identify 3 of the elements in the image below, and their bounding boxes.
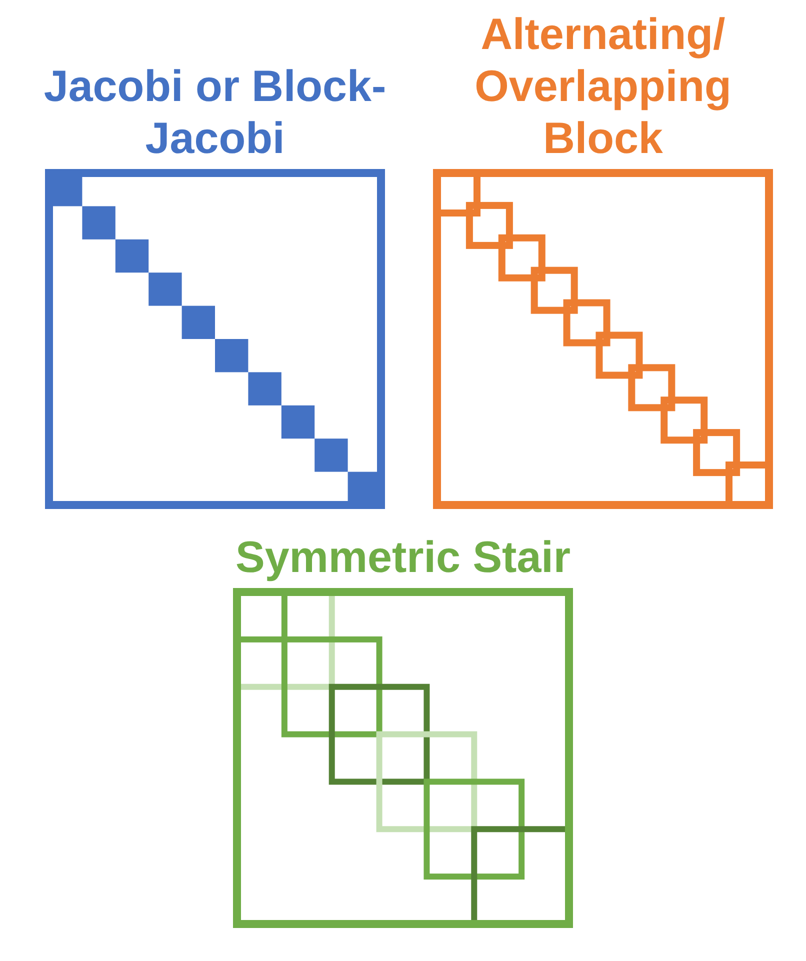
matrix-title: Alternating/ Overlapping Block [474,9,732,165]
matrix-title: Symmetric Stair [234,532,572,584]
matrix-title: Jacobi or Block-Jacobi [42,61,388,165]
